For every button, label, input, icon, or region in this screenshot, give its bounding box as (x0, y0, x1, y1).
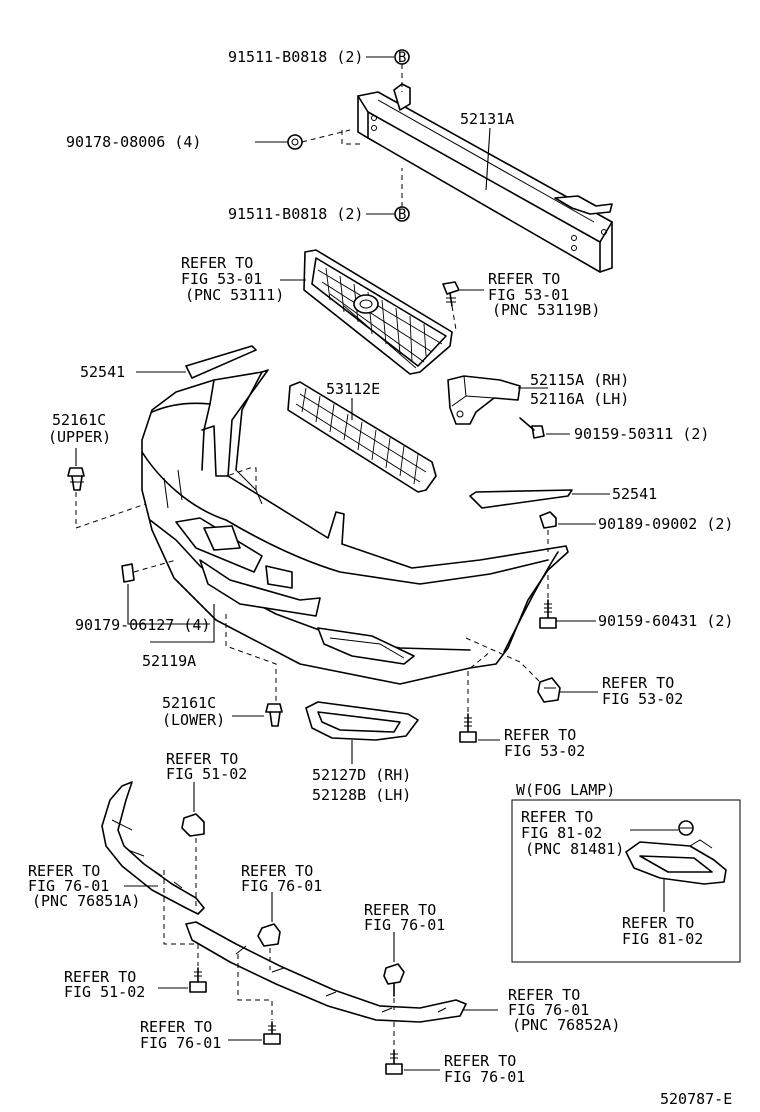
label-nut-left: 90178-08006 (4) (66, 133, 201, 151)
fog-lamp-cover[interactable] (305, 701, 419, 741)
spoiler-screw-mid[interactable] (263, 1021, 281, 1045)
label-ref-7601-d-1: REFER TO (444, 1052, 516, 1070)
label-grille-ref-3: (PNC 53111) (185, 286, 284, 304)
label-molding-left: 52541 (80, 363, 125, 381)
label-spoiler-r-2: FIG 76-01 (508, 1001, 589, 1019)
label-bumper-cover: 52119A (142, 652, 196, 670)
label-ref-7601-a-1: REFER TO (241, 862, 313, 880)
label-bolt-top: 91511-B0818 (2) (228, 48, 363, 66)
lower-grille[interactable] (287, 381, 437, 493)
bolt-mid[interactable]: B (394, 206, 410, 223)
label-bracket-lh: 52116A (LH) (530, 390, 629, 408)
label-bracket-rh: 52115A (RH) (530, 371, 629, 389)
label-molding-right: 52541 (612, 485, 657, 503)
label-screw-right: 90159-60431 (2) (598, 612, 733, 630)
retainer-upper[interactable] (67, 467, 85, 491)
bracket-clip-right[interactable] (537, 677, 561, 703)
label-spoiler-l-2: FIG 76-01 (28, 877, 109, 895)
bolt-top[interactable]: B (394, 49, 410, 66)
label-grille-ref-1: REFER TO (181, 254, 253, 272)
screw-lower[interactable] (459, 713, 477, 743)
grille-clip[interactable] (442, 281, 460, 307)
label-retainer-upper-1: 52161C (52, 411, 106, 429)
label-clip-right: 90189-09002 (2) (598, 515, 733, 533)
ref-letter: B (398, 50, 406, 66)
label-ref-5102-a-2: FIG 51-02 (166, 765, 247, 783)
retainer-lower[interactable] (265, 703, 283, 727)
label-reinforcement: 52131A (460, 110, 514, 128)
molding-left[interactable] (185, 345, 257, 379)
label-retainer-lower-1: 52161C (162, 694, 216, 712)
radiator-grille[interactable] (303, 249, 453, 375)
label-fog-title: W(FOG LAMP) (516, 781, 615, 799)
label-spoiler-r-3: (PNC 76852A) (512, 1016, 620, 1034)
clip-right[interactable] (539, 511, 557, 529)
screw-right[interactable] (539, 599, 557, 629)
label-ref-5302-a-1: REFER TO (602, 674, 674, 692)
spoiler-screw-left[interactable] (189, 967, 207, 993)
label-fog-ref2-1: REFER TO (622, 914, 694, 932)
label-ref-5302-b-1: REFER TO (504, 726, 576, 744)
nut-left[interactable] (287, 134, 303, 150)
label-ref-7601-c-1: REFER TO (140, 1018, 212, 1036)
label-fog-ref1-2: FIG 81-02 (521, 824, 602, 842)
label-ref-5302-a-2: FIG 53-02 (602, 690, 683, 708)
bracket-screw[interactable] (519, 417, 545, 439)
bumper-cover[interactable] (141, 369, 569, 685)
label-nut-left-lower: 90179-06127 (4) (75, 616, 210, 634)
label-screw-bracket: 90159-50311 (2) (574, 425, 709, 443)
molding-right[interactable] (469, 489, 573, 509)
spoiler-screw-right-top[interactable] (383, 963, 405, 997)
label-foglamp-cover-lh: 52128B (LH) (312, 786, 411, 804)
bumper-reinforcement[interactable] (357, 83, 613, 273)
nut-left-lower[interactable] (121, 563, 135, 583)
label-fog-ref1-1: REFER TO (521, 808, 593, 826)
label-ref-5302-b-2: FIG 53-02 (504, 742, 585, 760)
spoiler-screw-right-bottom[interactable] (385, 1049, 403, 1075)
label-fog-ref2-2: FIG 81-02 (622, 930, 703, 948)
ref-letter: B (398, 207, 406, 223)
label-retainer-upper-2: (UPPER) (48, 428, 111, 446)
label-lower-grille: 53112E (326, 380, 380, 398)
spoiler-left[interactable] (101, 781, 205, 915)
label-ref-7601-d-2: FIG 76-01 (444, 1068, 525, 1086)
spoiler-right[interactable] (185, 921, 467, 1023)
label-fog-ref1-3: (PNC 81481) (525, 840, 624, 858)
label-bolt-mid: 91511-B0818 (2) (228, 205, 363, 223)
label-foglamp-cover-rh: 52127D (RH) (312, 766, 411, 784)
fog-lamp-box: W(FOG LAMP) REFER TO FIG 81-02 (PNC 8148… (511, 781, 741, 963)
label-grille-ref-2: FIG 53-01 (181, 270, 262, 288)
label-retainer-lower-2: (LOWER) (162, 711, 225, 729)
fog-lamp-assembly[interactable] (625, 839, 727, 885)
label-ref-7601-c-2: FIG 76-01 (140, 1034, 221, 1052)
label-ref-5102-b-1: REFER TO (64, 968, 136, 986)
fog-lamp-bulb[interactable] (678, 820, 694, 836)
label-spoiler-l-1: REFER TO (28, 862, 100, 880)
label-clip-ref-3: (PNC 53119B) (492, 301, 600, 319)
label-clip-ref-1: REFER TO (488, 270, 560, 288)
label-ref-7601-b-2: FIG 76-01 (364, 916, 445, 934)
bumper-bracket[interactable] (447, 375, 521, 425)
label-ref-5102-a-1: REFER TO (166, 750, 238, 768)
label-spoiler-r-1: REFER TO (508, 986, 580, 1004)
label-ref-7601-a-2: FIG 76-01 (241, 877, 322, 895)
spoiler-clip-mid[interactable] (257, 923, 281, 947)
label-clip-ref-2: FIG 53-01 (488, 286, 569, 304)
label-spoiler-l-3: (PNC 76851A) (32, 892, 140, 910)
label-ref-7601-b-1: REFER TO (364, 901, 436, 919)
spoiler-clip-left[interactable] (181, 813, 205, 837)
label-ref-5102-b-2: FIG 51-02 (64, 983, 145, 1001)
drawing-number: 520787-E (660, 1090, 732, 1108)
